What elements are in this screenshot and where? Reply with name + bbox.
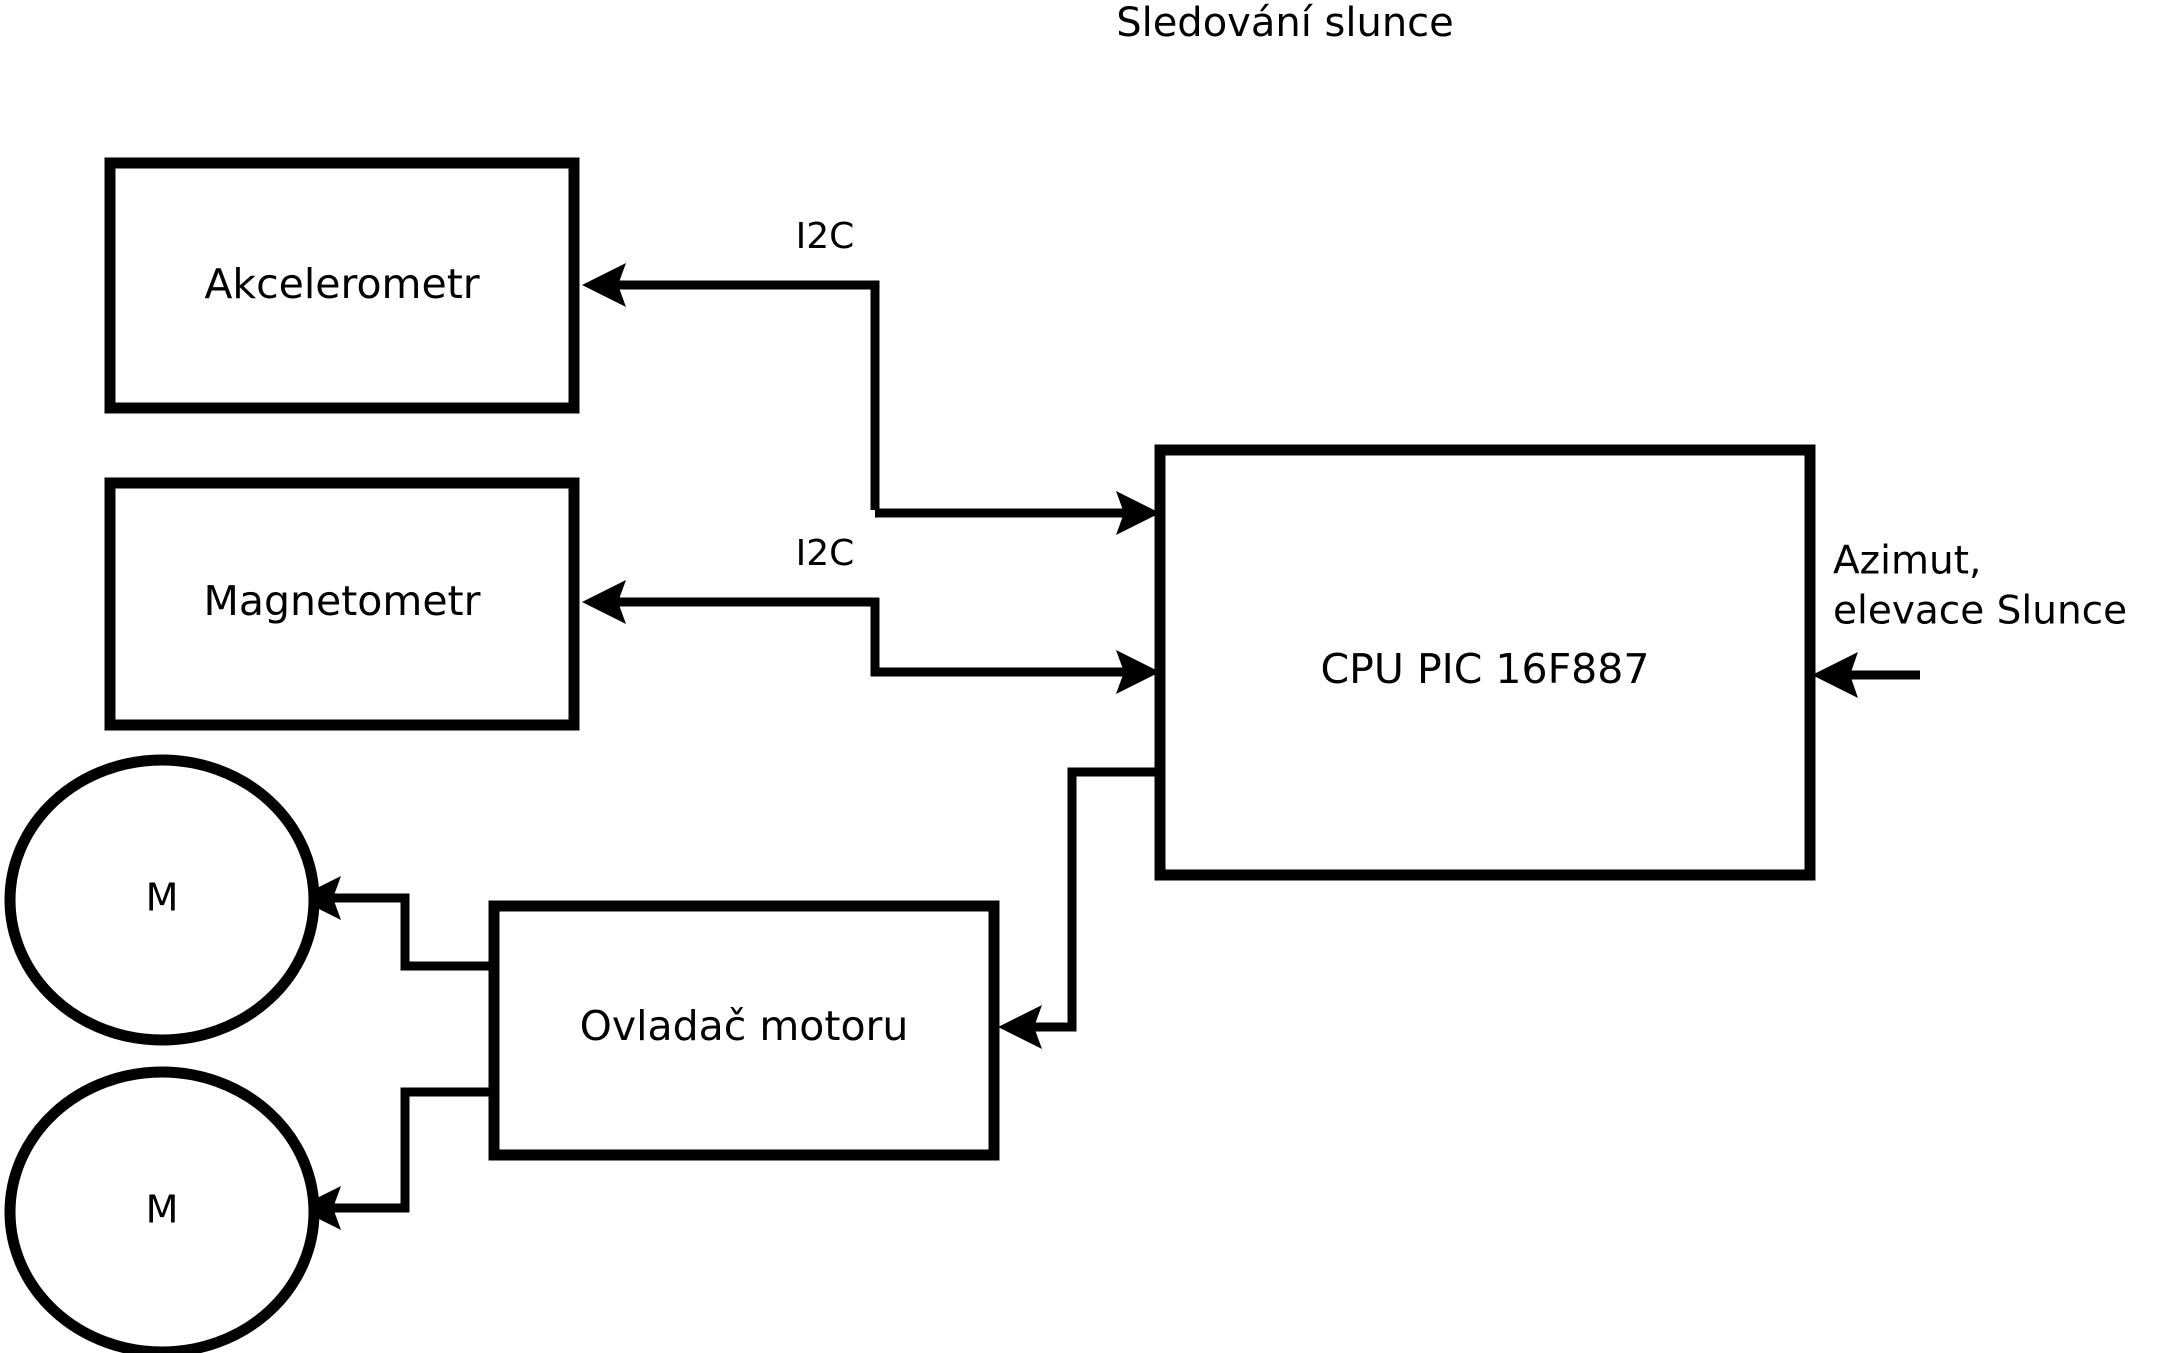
node-ovladac-motoru[interactable]: Ovladač motoru (488, 900, 1000, 1161)
page-title: Sledování slunce (1116, 0, 1454, 46)
connector-cpu-to-magnetometr: I2C (582, 533, 880, 624)
connector-magnetometr-to-cpu (870, 598, 1160, 694)
arrow-head-left-icon (582, 580, 626, 624)
akcelerometr-label: Akcelerometr (204, 260, 479, 308)
motor-bottom-circle[interactable] (4, 1066, 320, 1353)
ovladac-motoru-label: Ovladač motoru (580, 1002, 909, 1050)
magnetometr-label: Magnetometr (204, 577, 481, 625)
ovladac-motoru-box[interactable] (488, 900, 1000, 1161)
external-input-line2: elevace Slunce (1833, 589, 2127, 634)
arrow-head-right-icon (1116, 650, 1160, 694)
arrow-head-right-icon (1116, 491, 1160, 535)
connector-ovladac-to-motor-top (297, 876, 489, 971)
node-motor-bottom[interactable]: M (4, 1066, 320, 1353)
connector-external-to-cpu (1812, 652, 1920, 698)
connector-ovladac-to-motor-bottom (297, 1087, 489, 1230)
node-cpu[interactable]: CPU PIC 16F887 (1154, 444, 1816, 881)
arrow-head-left-icon (998, 1005, 1042, 1049)
edge-label-i2c-upper: I2C (796, 216, 855, 257)
external-input-line1: Azimut, (1833, 539, 1981, 584)
connector-cpu-to-akcelerometr: I2C (582, 216, 880, 510)
arrow-head-left-icon (1812, 652, 1858, 698)
connector-cpu-to-ovladac (998, 767, 1160, 1049)
arrow-head-left-icon (582, 263, 626, 307)
motor-top-label: M (146, 876, 179, 920)
akcelerometr-box[interactable] (104, 157, 580, 414)
node-akcelerometr[interactable]: Akcelerometr (104, 157, 580, 414)
connector-akcelerometr-to-cpu (875, 491, 1160, 535)
node-magnetometr[interactable]: Magnetometr (104, 477, 580, 731)
cpu-label: CPU PIC 16F887 (1321, 645, 1650, 693)
motor-bottom-label: M (146, 1188, 179, 1232)
edge-label-i2c-lower: I2C (796, 533, 855, 574)
cpu-box[interactable] (1154, 444, 1816, 881)
magnetometr-box[interactable] (104, 477, 580, 731)
motor-top-circle[interactable] (4, 754, 320, 1046)
node-motor-top[interactable]: M (4, 754, 320, 1046)
external-input-label: Azimut, elevace Slunce (1833, 539, 2127, 634)
